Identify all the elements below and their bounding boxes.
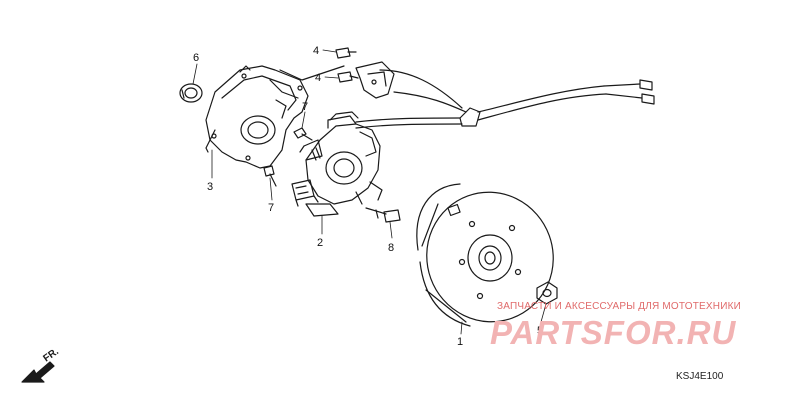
screw-part-7-upper [293,127,313,141]
bolt-part-4-upper [335,47,357,59]
bolt-part-4-lower [337,71,359,83]
bolt-part-8 [365,207,401,223]
screw-part-7-lower [263,165,277,187]
front-direction-arrow [21,361,55,383]
callout-3: 3 [207,181,213,193]
watermark-tagline: ЗАПЧАСТИ И АКСЕССУАРЫ ДЛЯ МОТОТЕХНИКИ [497,301,742,312]
direction-label: FR. [41,346,61,364]
callout-7-lower: 7 [268,202,274,214]
callout-2: 2 [317,237,323,249]
stator-part [291,111,383,217]
diagram-code: KSJ4E100 [676,371,724,382]
callout-4-upper: 4 [313,45,319,57]
oil-seal-part [179,83,203,103]
watermark-logo: PARTSFOR.RU [490,314,737,351]
wire-harness [355,69,655,129]
callout-8: 8 [388,242,394,254]
wire-clip-bracket [279,61,395,99]
nut-part-5 [536,281,558,305]
callout-1: 1 [457,336,463,348]
callout-5: 5 [537,325,543,337]
callout-7-upper: 7 [302,101,308,113]
left-cover-part [205,65,309,169]
callout-6: 6 [193,52,199,64]
flywheel-part [416,183,554,327]
callout-4-lower: 4 [315,72,321,84]
leader-lines [192,49,547,335]
